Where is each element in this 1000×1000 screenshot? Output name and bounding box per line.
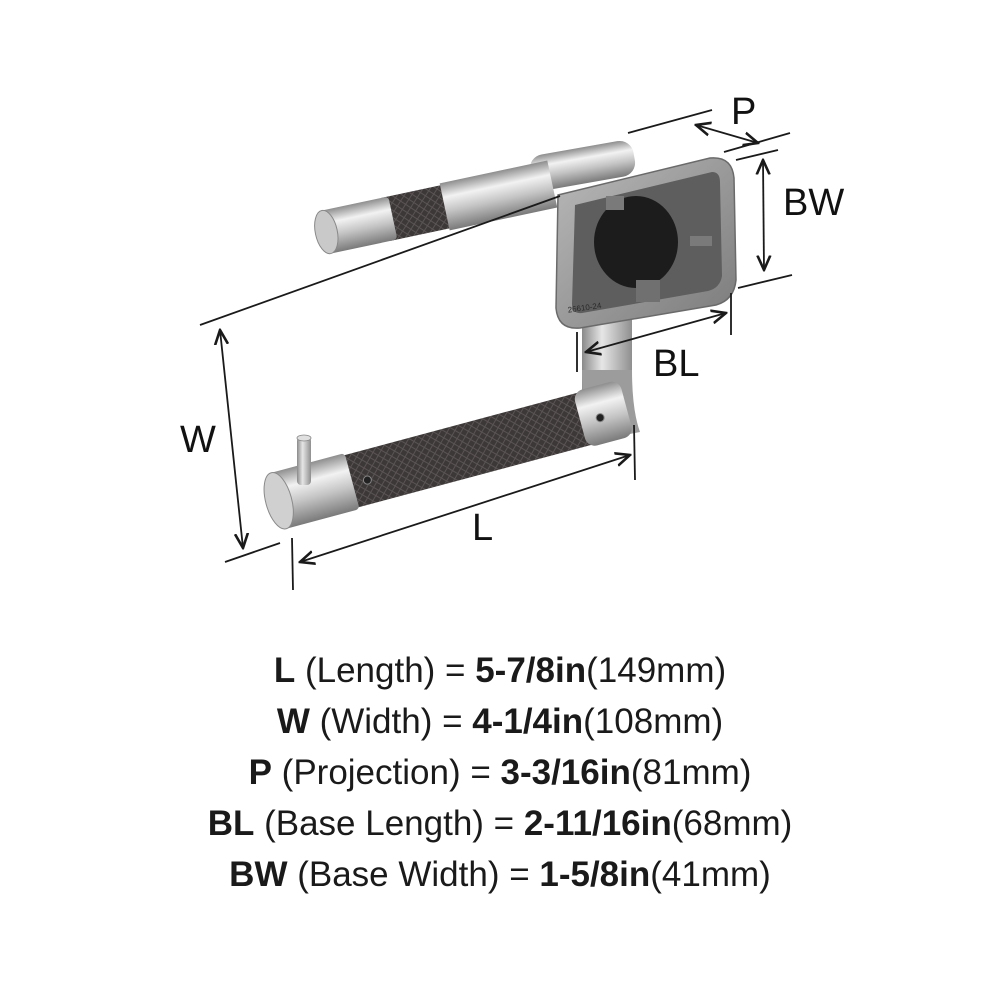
spec-desc: (Base Length) = [254, 804, 524, 843]
spec-key: L [273, 651, 296, 690]
spec-row-base-length: BL (Base Length) = 2-11/16in(68mm) [0, 798, 1000, 849]
spec-row-projection: P (Projection) = 3-3/16in(81mm) [0, 747, 1000, 798]
spec-imperial: 4-1/4in [472, 702, 584, 741]
spec-imperial: 3-3/16in [500, 753, 631, 792]
toilet-paper-holder-illustration: 26610-24 [263, 140, 737, 530]
base-plate: 26610-24 [555, 157, 737, 329]
drawing-svg: 26610-24 [180, 91, 844, 591]
dim-label-w: W [180, 419, 216, 461]
dim-label-bl: BL [653, 343, 699, 385]
spec-row-length: L (Length) = 5-7/8in(149mm) [0, 645, 1000, 696]
spec-key: BW [229, 855, 288, 894]
stop-pin [297, 437, 311, 485]
spec-row-base-width: BW (Base Width) = 1-5/8in(41mm) [0, 849, 1000, 900]
spec-imperial: 1-5/8in [539, 855, 651, 894]
spec-metric: (149mm) [586, 651, 727, 690]
spec-imperial: 2-11/16in [523, 804, 672, 843]
spec-desc: (Projection) = [271, 753, 501, 792]
dim-label-p: P [731, 91, 756, 133]
spec-imperial: 5-7/8in [475, 651, 587, 690]
spec-key: W [276, 702, 310, 741]
dim-label-bw: BW [783, 182, 844, 224]
spec-row-width: W (Width) = 4-1/4in(108mm) [0, 696, 1000, 747]
spec-metric: (68mm) [671, 804, 793, 843]
dimension-lines [199, 109, 793, 591]
spec-desc: (Width) = [309, 702, 473, 741]
spec-key: BL [207, 804, 255, 843]
dim-label-l: L [472, 507, 493, 549]
spec-key: P [248, 753, 272, 792]
upper-rod [314, 140, 636, 255]
lower-rod [263, 381, 632, 530]
product-dimension-drawing: 26610-24 [180, 91, 844, 591]
spec-metric: (41mm) [650, 855, 771, 894]
spec-desc: (Base Width) = [287, 855, 540, 894]
spec-metric: (81mm) [630, 753, 752, 792]
dimension-spec-list: L (Length) = 5-7/8in(149mm) W (Width) = … [0, 645, 1000, 900]
spec-desc: (Length) = [295, 651, 476, 690]
spec-metric: (108mm) [583, 702, 724, 741]
